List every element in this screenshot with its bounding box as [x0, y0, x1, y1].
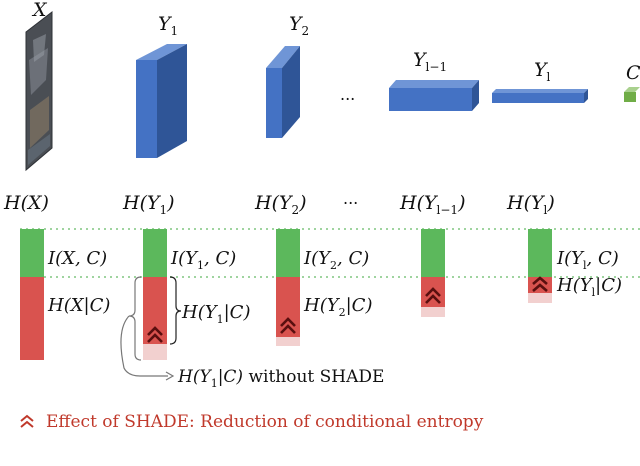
hy2-label: H(Y2) — [254, 192, 307, 217]
iylc-bar — [528, 229, 552, 277]
yl-label: Yl — [534, 59, 551, 84]
input-label: X — [31, 0, 48, 21]
iylm1c-bar — [421, 229, 445, 277]
hylc-label: H(Yl|C) — [556, 275, 622, 299]
hxc-label: H(X|C) — [47, 295, 110, 316]
hy1-label: H(Y1) — [122, 192, 175, 217]
iy1c-bar — [143, 229, 167, 277]
yl-ghost-bar — [528, 293, 552, 303]
layer-ellipsis: ... — [340, 85, 355, 104]
ylm1-block — [389, 80, 479, 111]
hylm1c-bar — [421, 277, 445, 307]
ixc-bar — [20, 229, 44, 277]
y2-reduction-chevron-icon — [280, 317, 296, 334]
hy1c-label: H(Y1|C) — [181, 302, 250, 326]
arrow-head-icon — [165, 371, 175, 381]
hxc-bar — [20, 277, 44, 360]
c-label: C — [626, 62, 640, 84]
y1-block — [136, 44, 187, 158]
input-image — [25, 10, 53, 172]
y1-reduction-chevron-icon — [147, 326, 163, 343]
ixc-label: I(X, C) — [47, 248, 107, 269]
hy1c-brace — [169, 276, 182, 345]
yl-reduction-chevron-icon — [532, 276, 548, 292]
without-shade-label: H(Y1|C) without SHADE — [177, 367, 384, 390]
hyl-label: H(Yl) — [506, 192, 555, 217]
iylc-label: I(Yl, C) — [556, 248, 619, 272]
c-block — [624, 87, 640, 102]
ylm1-reduction-chevron-icon — [425, 287, 441, 304]
yl-block — [492, 89, 588, 103]
ylm1-ghost-bar — [421, 307, 445, 317]
legend-chevron-icon — [20, 414, 34, 428]
without-shade-brace — [128, 276, 142, 361]
iy2c-bar — [276, 229, 300, 277]
y2-block — [266, 46, 300, 138]
iy1c-label: I(Y1, C) — [170, 248, 236, 272]
entropy-ellipsis: ... — [343, 189, 358, 208]
legend-text: Effect of SHADE: Reduction of conditiona… — [46, 412, 484, 432]
hy2c-label: H(Y2|C) — [303, 295, 372, 319]
hylm1-label: H(Yl−1) — [399, 192, 465, 217]
y2-ghost-bar — [276, 337, 300, 346]
y1-label: Y1 — [158, 13, 178, 38]
y1-ghost-bar — [143, 344, 167, 360]
hy1c-bar — [143, 277, 167, 344]
ylm1-label: Yl−1 — [413, 49, 447, 74]
y2-label: Y2 — [289, 13, 309, 38]
hx-label: H(X) — [3, 192, 49, 214]
without-shade-arrow — [120, 315, 168, 377]
hy2c-bar — [276, 277, 300, 337]
iy2c-label: I(Y2, C) — [303, 248, 369, 272]
